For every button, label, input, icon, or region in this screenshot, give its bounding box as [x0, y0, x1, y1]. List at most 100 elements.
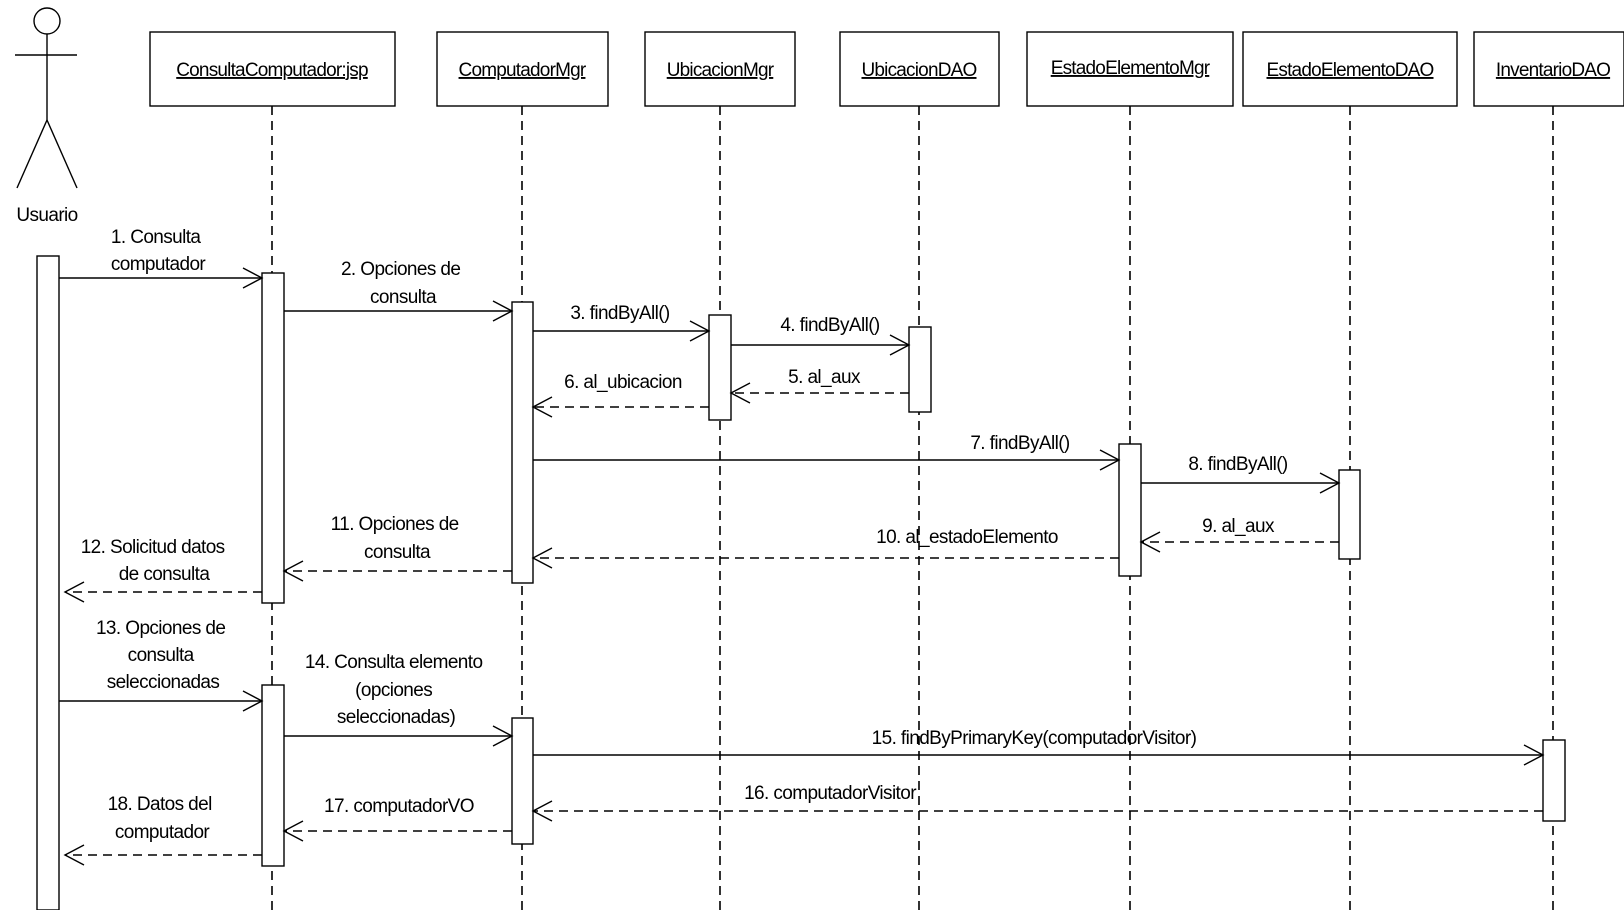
message-label: 5. al_aux — [788, 367, 861, 388]
label-line: computador — [111, 254, 207, 275]
arrow-head — [1139, 531, 1161, 553]
message-9: 9. al_aux — [1139, 516, 1339, 553]
lifeline-label: InventarioDAO — [1496, 60, 1610, 81]
activation-bar-estado-elemento-dao — [1338, 469, 1361, 560]
lifeline-header — [149, 31, 396, 107]
label-line: 11. Opciones de — [331, 514, 459, 535]
message-11: 11. Opciones de consulta — [282, 514, 512, 582]
arrow-head — [1523, 744, 1545, 766]
lifeline-computador-mgr: ComputadorMgr — [436, 31, 609, 910]
message-2: 2. Opciones de consulta — [284, 259, 514, 322]
label-line: consulta — [364, 542, 431, 563]
message-label: 11. Opciones de consulta — [331, 514, 464, 563]
message-18: 18. Datos del computador — [63, 794, 262, 866]
lifeline-estado-elemento-mgr: EstadoElementoMgr — [1026, 31, 1234, 910]
label-line: 13. Opciones de — [96, 618, 225, 639]
lifeline-header — [1473, 31, 1624, 107]
lifeline-ubicacion-dao: UbicacionDAO — [839, 31, 1000, 910]
message-label: 14. Consulta elemento (opciones seleccio… — [305, 652, 487, 728]
message-14: 14. Consulta elemento (opciones seleccio… — [284, 652, 514, 747]
arrow-head — [63, 581, 85, 603]
arrow-head — [492, 725, 514, 747]
message-1: 1. Consulta computador — [59, 227, 264, 289]
message-label: 7. findByAll() — [970, 433, 1070, 454]
lifeline-label: ConsultaComputador:jsp — [176, 60, 368, 81]
message-label: 15. findByPrimaryKey(computadorVisitor) — [872, 728, 1197, 749]
lifeline-inventario-dao: InventarioDAO — [1473, 31, 1624, 910]
label-line: de consulta — [119, 564, 211, 585]
label-line: 14. Consulta elemento — [305, 652, 483, 673]
arrow-head — [1099, 449, 1121, 471]
arrow-head — [1319, 472, 1341, 494]
message-10: 10. al_estadoElemento — [531, 527, 1119, 569]
message-label: 13. Opciones de consulta seleccionadas — [96, 618, 230, 693]
activation-bar-computador-mgr-1 — [511, 301, 534, 584]
lifeline-consulta-computador-jsp: ConsultaComputador:jsp — [149, 31, 396, 910]
arrow-head — [492, 300, 514, 322]
arrow-head — [531, 547, 553, 569]
label-line: 8. findByAll() — [1188, 454, 1288, 475]
message-15: 15. findByPrimaryKey(computadorVisitor) — [533, 728, 1545, 766]
actor-usuario: Usuario — [15, 7, 78, 910]
lifeline-label: UbicacionDAO — [861, 60, 976, 81]
activation-bar-jsp-1 — [261, 272, 285, 604]
activation-bar-inventario-dao — [1542, 739, 1566, 822]
lifeline-label: UbicacionMgr — [667, 60, 775, 81]
activation-bar-ubicacion-mgr — [708, 314, 732, 421]
message-6: 6. al_ubicacion — [531, 372, 709, 418]
lifeline-label: EstadoElementoMgr — [1051, 58, 1211, 79]
arrow-head — [531, 396, 553, 418]
label-line: 17. computadorVO — [324, 796, 474, 817]
label-line: 16. computadorVisitor — [744, 783, 917, 804]
arrow-head — [242, 267, 264, 289]
actor-name: Usuario — [16, 205, 77, 226]
lifeline-header — [1242, 31, 1458, 107]
message-label: 4. findByAll() — [780, 315, 880, 336]
label-line: 18. Datos del — [108, 794, 212, 815]
message-label: 6. al_ubicacion — [564, 372, 682, 393]
label-line: 15. findByPrimaryKey(computadorVisitor) — [872, 728, 1197, 749]
arrow-head — [282, 820, 304, 842]
message-5: 5. al_aux — [729, 367, 909, 404]
arrow-head — [729, 382, 751, 404]
message-label: 2. Opciones de consulta — [341, 259, 465, 308]
message-label: 18. Datos del computador — [108, 794, 217, 843]
activation-bar-jsp-2 — [261, 684, 285, 867]
message-17: 17. computadorVO — [282, 796, 512, 842]
label-line: (opciones — [355, 680, 432, 701]
label-line: seleccionadas) — [337, 707, 456, 728]
lifeline-label: EstadoElementoDAO — [1267, 60, 1434, 81]
arrow-head — [242, 690, 264, 712]
message-7: 7. findByAll() — [533, 433, 1121, 471]
message-label: 8. findByAll() — [1188, 454, 1288, 475]
message-label: 1. Consulta computador — [111, 227, 207, 275]
label-line: 10. al_estadoElemento — [876, 527, 1058, 548]
label-line: 5. al_aux — [788, 367, 861, 388]
lifeline-label: ComputadorMgr — [459, 60, 587, 81]
lifeline-header — [839, 31, 1000, 107]
label-line: computador — [115, 822, 211, 843]
message-label: 12. Solicitud datos de consulta — [81, 537, 230, 585]
label-line: 9. al_aux — [1202, 516, 1275, 537]
stick-figure-icon — [15, 7, 78, 189]
lifeline-header — [644, 31, 796, 107]
lifeline-header — [1026, 31, 1234, 107]
label-line: 2. Opciones de — [341, 259, 460, 280]
message-label: 16. computadorVisitor — [744, 783, 917, 804]
arrow-head — [889, 334, 911, 356]
activation-bar-usuario — [36, 255, 60, 910]
message-8: 8. findByAll() — [1141, 454, 1341, 494]
activation-bar-computador-mgr-2 — [511, 717, 534, 845]
label-line: 4. findByAll() — [780, 315, 880, 336]
label-line: 3. findByAll() — [570, 303, 670, 324]
arrow-head — [531, 800, 553, 822]
activation-bar-ubicacion-dao — [908, 326, 932, 413]
message-label: 10. al_estadoElemento — [876, 527, 1058, 548]
label-line: 12. Solicitud datos — [81, 537, 225, 558]
label-line: 1. Consulta — [111, 227, 202, 248]
message-3: 3. findByAll() — [533, 303, 711, 342]
message-12: 12. Solicitud datos de consulta — [63, 537, 262, 603]
message-label: 3. findByAll() — [570, 303, 670, 324]
message-4: 4. findByAll() — [731, 315, 911, 356]
